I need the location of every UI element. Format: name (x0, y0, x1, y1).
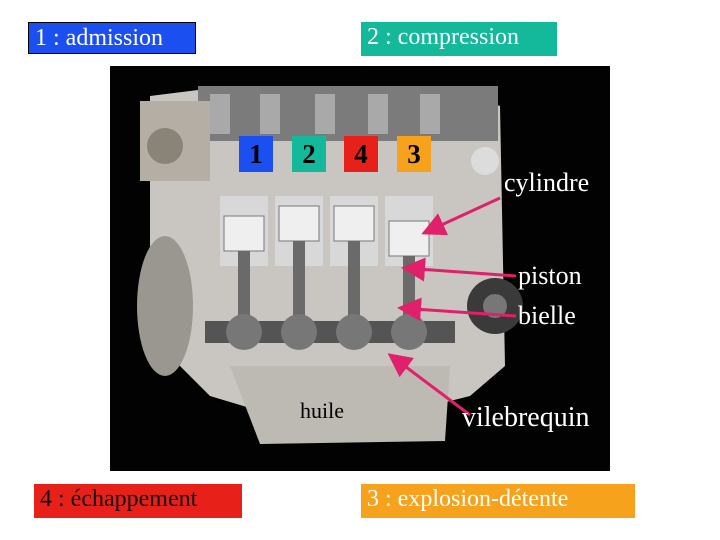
cylinder-3-tag: 3 (397, 136, 431, 172)
arrow-cylindre (421, 196, 501, 236)
label-piston: piston (518, 261, 582, 290)
cylinder-2-tag: 2 (292, 136, 326, 172)
label-huile: huile (300, 398, 344, 423)
cylinder-4-tag: 4 (344, 136, 378, 172)
arrow-piston (401, 257, 517, 282)
label-vilebrequin: vilebrequin (462, 402, 590, 433)
arrow-bielle (397, 297, 517, 322)
label-bielle: bielle (518, 301, 576, 330)
arrow-vilebrequin (387, 353, 471, 417)
legend-admission: 1 : admission (28, 22, 196, 54)
legend-explosion: 3 : explosion-détente (361, 484, 635, 518)
label-cylindre: cylindre (504, 168, 590, 197)
cylinder-1-tag: 1 (239, 136, 273, 172)
legend-compression: 2 : compression (361, 22, 557, 56)
engine-cutaway-image (110, 66, 610, 471)
engine-illustration (137, 86, 523, 444)
legend-echappement: 4 : échappement (34, 484, 242, 518)
